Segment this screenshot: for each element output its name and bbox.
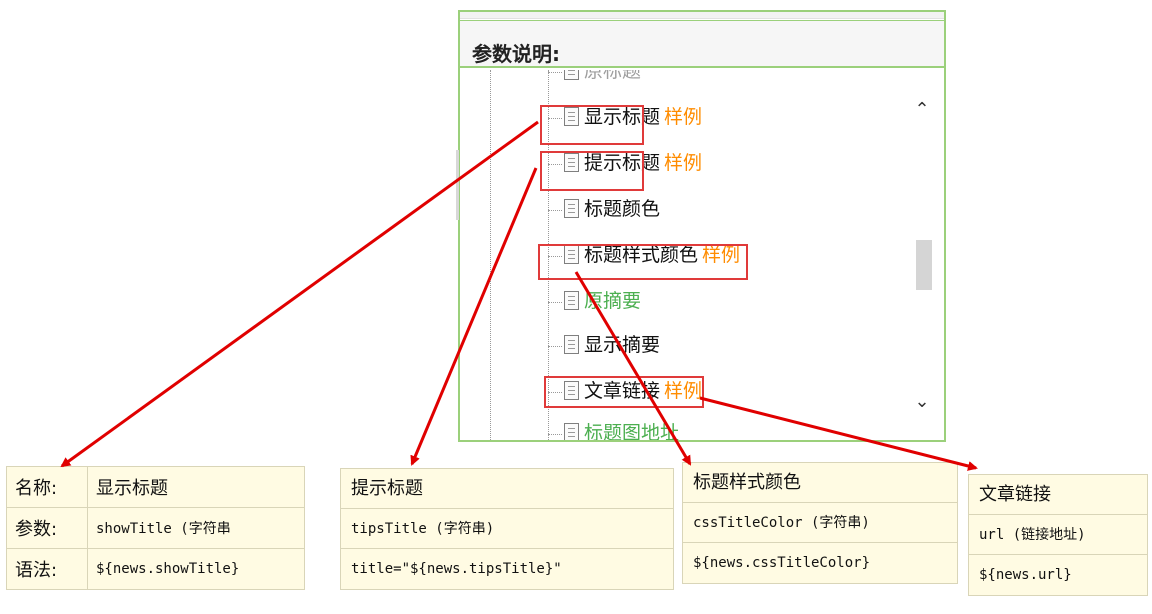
arrow-show-title (60, 120, 539, 468)
tree-item-label: 提示标题 (584, 152, 661, 174)
card-name: 文章链接 (969, 475, 1147, 515)
scrollbar-thumb[interactable] (916, 240, 932, 290)
document-icon (564, 335, 579, 354)
article-link-card: 文章链接 url (链接地址) ${news.url} (968, 474, 1148, 596)
tree-guide-line (490, 70, 491, 440)
panel-edge-shadow (456, 150, 459, 220)
document-icon (564, 291, 579, 310)
card-syntax: ${news.cssTitleColor} (693, 555, 871, 571)
tips-title-card: 提示标题 tipsTitle (字符串) title="${news.tipsT… (340, 468, 674, 590)
highlight-box (540, 151, 644, 191)
card-syntax: ${news.url} (979, 567, 1072, 583)
arrow-css-title-color (574, 271, 692, 466)
card-param: cssTitleColor (字符串) (683, 503, 957, 543)
tree-item-label: 文章链接 (584, 380, 661, 402)
document-icon (564, 199, 579, 218)
document-icon (564, 423, 579, 440)
css-title-color-card: 标题样式颜色 cssTitleColor (字符串) ${news.cssTit… (682, 462, 958, 584)
parameter-tree: 原标题 显示标题样例 提示标题样例 标题颜色 标题样式颜色样例 原摘要 (460, 70, 944, 440)
syntax-label: 语法: (6, 548, 88, 590)
document-icon (564, 153, 579, 172)
param-value: showTitle (字符串 (87, 507, 305, 549)
document-icon (564, 70, 579, 80)
panel-title: 参数说明: (460, 20, 944, 68)
highlight-box (544, 376, 704, 408)
arrow-article-link (699, 396, 978, 471)
card-param: url (链接地址) (969, 515, 1147, 555)
document-icon (564, 245, 579, 264)
panel-top-strip (460, 12, 944, 19)
sample-link[interactable]: 样例 (664, 380, 703, 402)
param-label: 参数: (6, 507, 88, 549)
show-title-card: 名称: 显示标题 参数: showTitle (字符串 语法: ${news.s… (6, 466, 305, 590)
arrow-tips-title (410, 167, 538, 466)
card-name: 提示标题 (341, 469, 673, 509)
document-icon (564, 107, 579, 126)
chevron-down-icon[interactable]: ⌄ (914, 391, 930, 412)
tree-item-label: 标题样式颜色 (584, 244, 699, 266)
sample-link[interactable]: 样例 (664, 152, 703, 174)
parameter-panel: 参数说明: 原标题 显示标题样例 提示标题样例 标题颜色 标题样式颜色样例 (458, 10, 946, 442)
highlight-box (540, 105, 644, 145)
tree-guide-line (548, 70, 549, 440)
chevron-up-icon[interactable]: ⌃ (914, 99, 930, 120)
vertical-scrollbar[interactable]: ⌃ ⌄ (906, 70, 938, 440)
card-syntax: title="${news.tipsTitle}" (351, 561, 562, 577)
highlight-box (538, 244, 748, 280)
document-icon (564, 381, 579, 400)
syntax-value: ${news.showTitle} (87, 548, 305, 590)
sample-link[interactable]: 样例 (664, 106, 703, 128)
card-param: tipsTitle (字符串) (341, 509, 673, 549)
card-name: 标题样式颜色 (683, 463, 957, 503)
tree-item-label: 显示标题 (584, 106, 661, 128)
sample-link[interactable]: 样例 (702, 244, 741, 266)
name-value: 显示标题 (87, 466, 305, 508)
